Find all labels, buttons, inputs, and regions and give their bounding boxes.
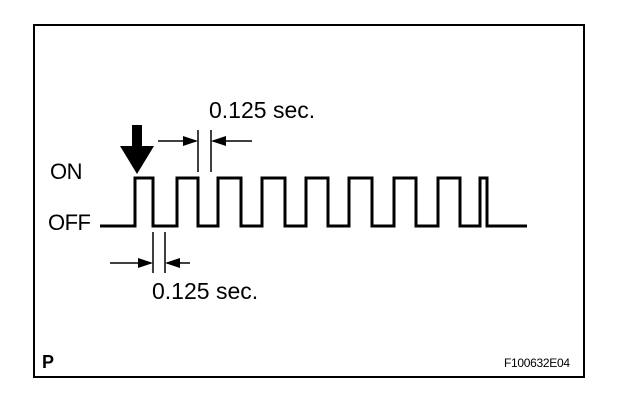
square-wave-signal (100, 176, 527, 228)
diagram-frame (33, 24, 585, 378)
trigger-arrow-icon (120, 125, 154, 174)
figure-id: F100632E04 (504, 356, 570, 370)
gap-width-label: 0.125 sec. (152, 278, 259, 304)
bottom-dimension-marker (110, 232, 190, 273)
pulse-width-label: 0.125 sec. (209, 97, 316, 123)
off-state-label: OFF (48, 210, 91, 235)
on-state-label: ON (50, 159, 83, 184)
top-dimension-marker (158, 130, 252, 172)
corner-letter: P (42, 352, 55, 372)
